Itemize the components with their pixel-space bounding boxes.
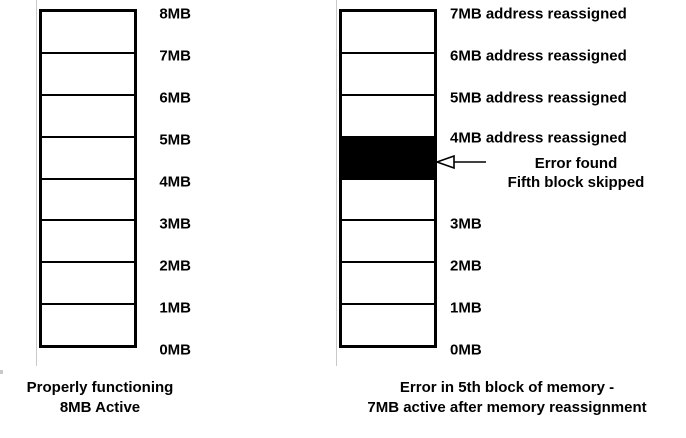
tick-label-healthy-8mb: 8MB xyxy=(159,5,191,23)
tick-label-healthy-2mb: 2MB xyxy=(159,257,191,275)
memory-block xyxy=(42,263,134,306)
caption-faulty-line2: 7MB active after memory reassignment xyxy=(367,398,647,416)
memory-block xyxy=(342,263,434,306)
tick-label-healthy-7mb: 7MB xyxy=(159,47,191,65)
caption-healthy-line1: Properly functioning xyxy=(26,379,174,396)
memory-block xyxy=(342,95,434,138)
tick-label-healthy-6mb: 6MB xyxy=(159,89,191,107)
memory-block xyxy=(42,53,134,96)
tick-label-healthy-5mb: 5MB xyxy=(159,131,191,149)
tick-label-healthy-0mb: 0MB xyxy=(159,341,191,359)
tick-label-faulty-2mb: 2MB xyxy=(450,257,482,275)
tick-label-faulty-6mb-reassigned: 6MB address reassigned xyxy=(450,47,627,65)
tick-label-healthy-4mb: 4MB xyxy=(159,173,191,191)
memory-block xyxy=(42,137,134,180)
caption-faulty-line1: Error in 5th block of memory - xyxy=(399,379,615,396)
tick-label-faulty-3mb: 3MB xyxy=(450,215,482,233)
memory-block-faulty xyxy=(342,137,434,180)
guide-line-left xyxy=(36,0,37,366)
tick-label-faulty-7mb-reassigned: 7MB address reassigned xyxy=(450,5,627,23)
tick-label-faulty-1mb: 1MB xyxy=(450,299,482,317)
tick-label-healthy-1mb: 1MB xyxy=(159,299,191,317)
guide-mark-corner xyxy=(0,370,3,374)
tick-label-healthy-3mb: 3MB xyxy=(159,215,191,233)
guide-line-right xyxy=(336,0,337,366)
caption-healthy-line2: 8MB Active xyxy=(59,398,141,416)
memory-block xyxy=(342,305,434,345)
memory-block xyxy=(42,305,134,345)
memory-block xyxy=(42,12,134,54)
memory-block xyxy=(342,12,434,54)
memory-column-faulty xyxy=(339,9,437,348)
caption-healthy: Properly functioning 8MB Active xyxy=(10,378,190,417)
memory-block xyxy=(342,221,434,264)
memory-block xyxy=(42,179,134,222)
error-annotation-line1: Error found xyxy=(534,155,618,172)
tick-label-faulty-4mb-reassigned: 4MB address reassigned xyxy=(450,129,627,147)
memory-block xyxy=(42,221,134,264)
error-leader-arrow-icon xyxy=(434,154,486,170)
memory-block xyxy=(342,53,434,96)
caption-faulty: Error in 5th block of memory - 7MB activ… xyxy=(337,378,677,417)
tick-label-faulty-5mb-reassigned: 5MB address reassigned xyxy=(450,89,627,107)
error-annotation: Error found Fifth block skipped xyxy=(490,155,662,193)
memory-block xyxy=(42,95,134,138)
error-annotation-line2: Fifth block skipped xyxy=(507,173,645,191)
memory-block xyxy=(342,179,434,222)
memory-column-healthy xyxy=(39,9,137,348)
tick-label-faulty-0mb: 0MB xyxy=(450,341,482,359)
